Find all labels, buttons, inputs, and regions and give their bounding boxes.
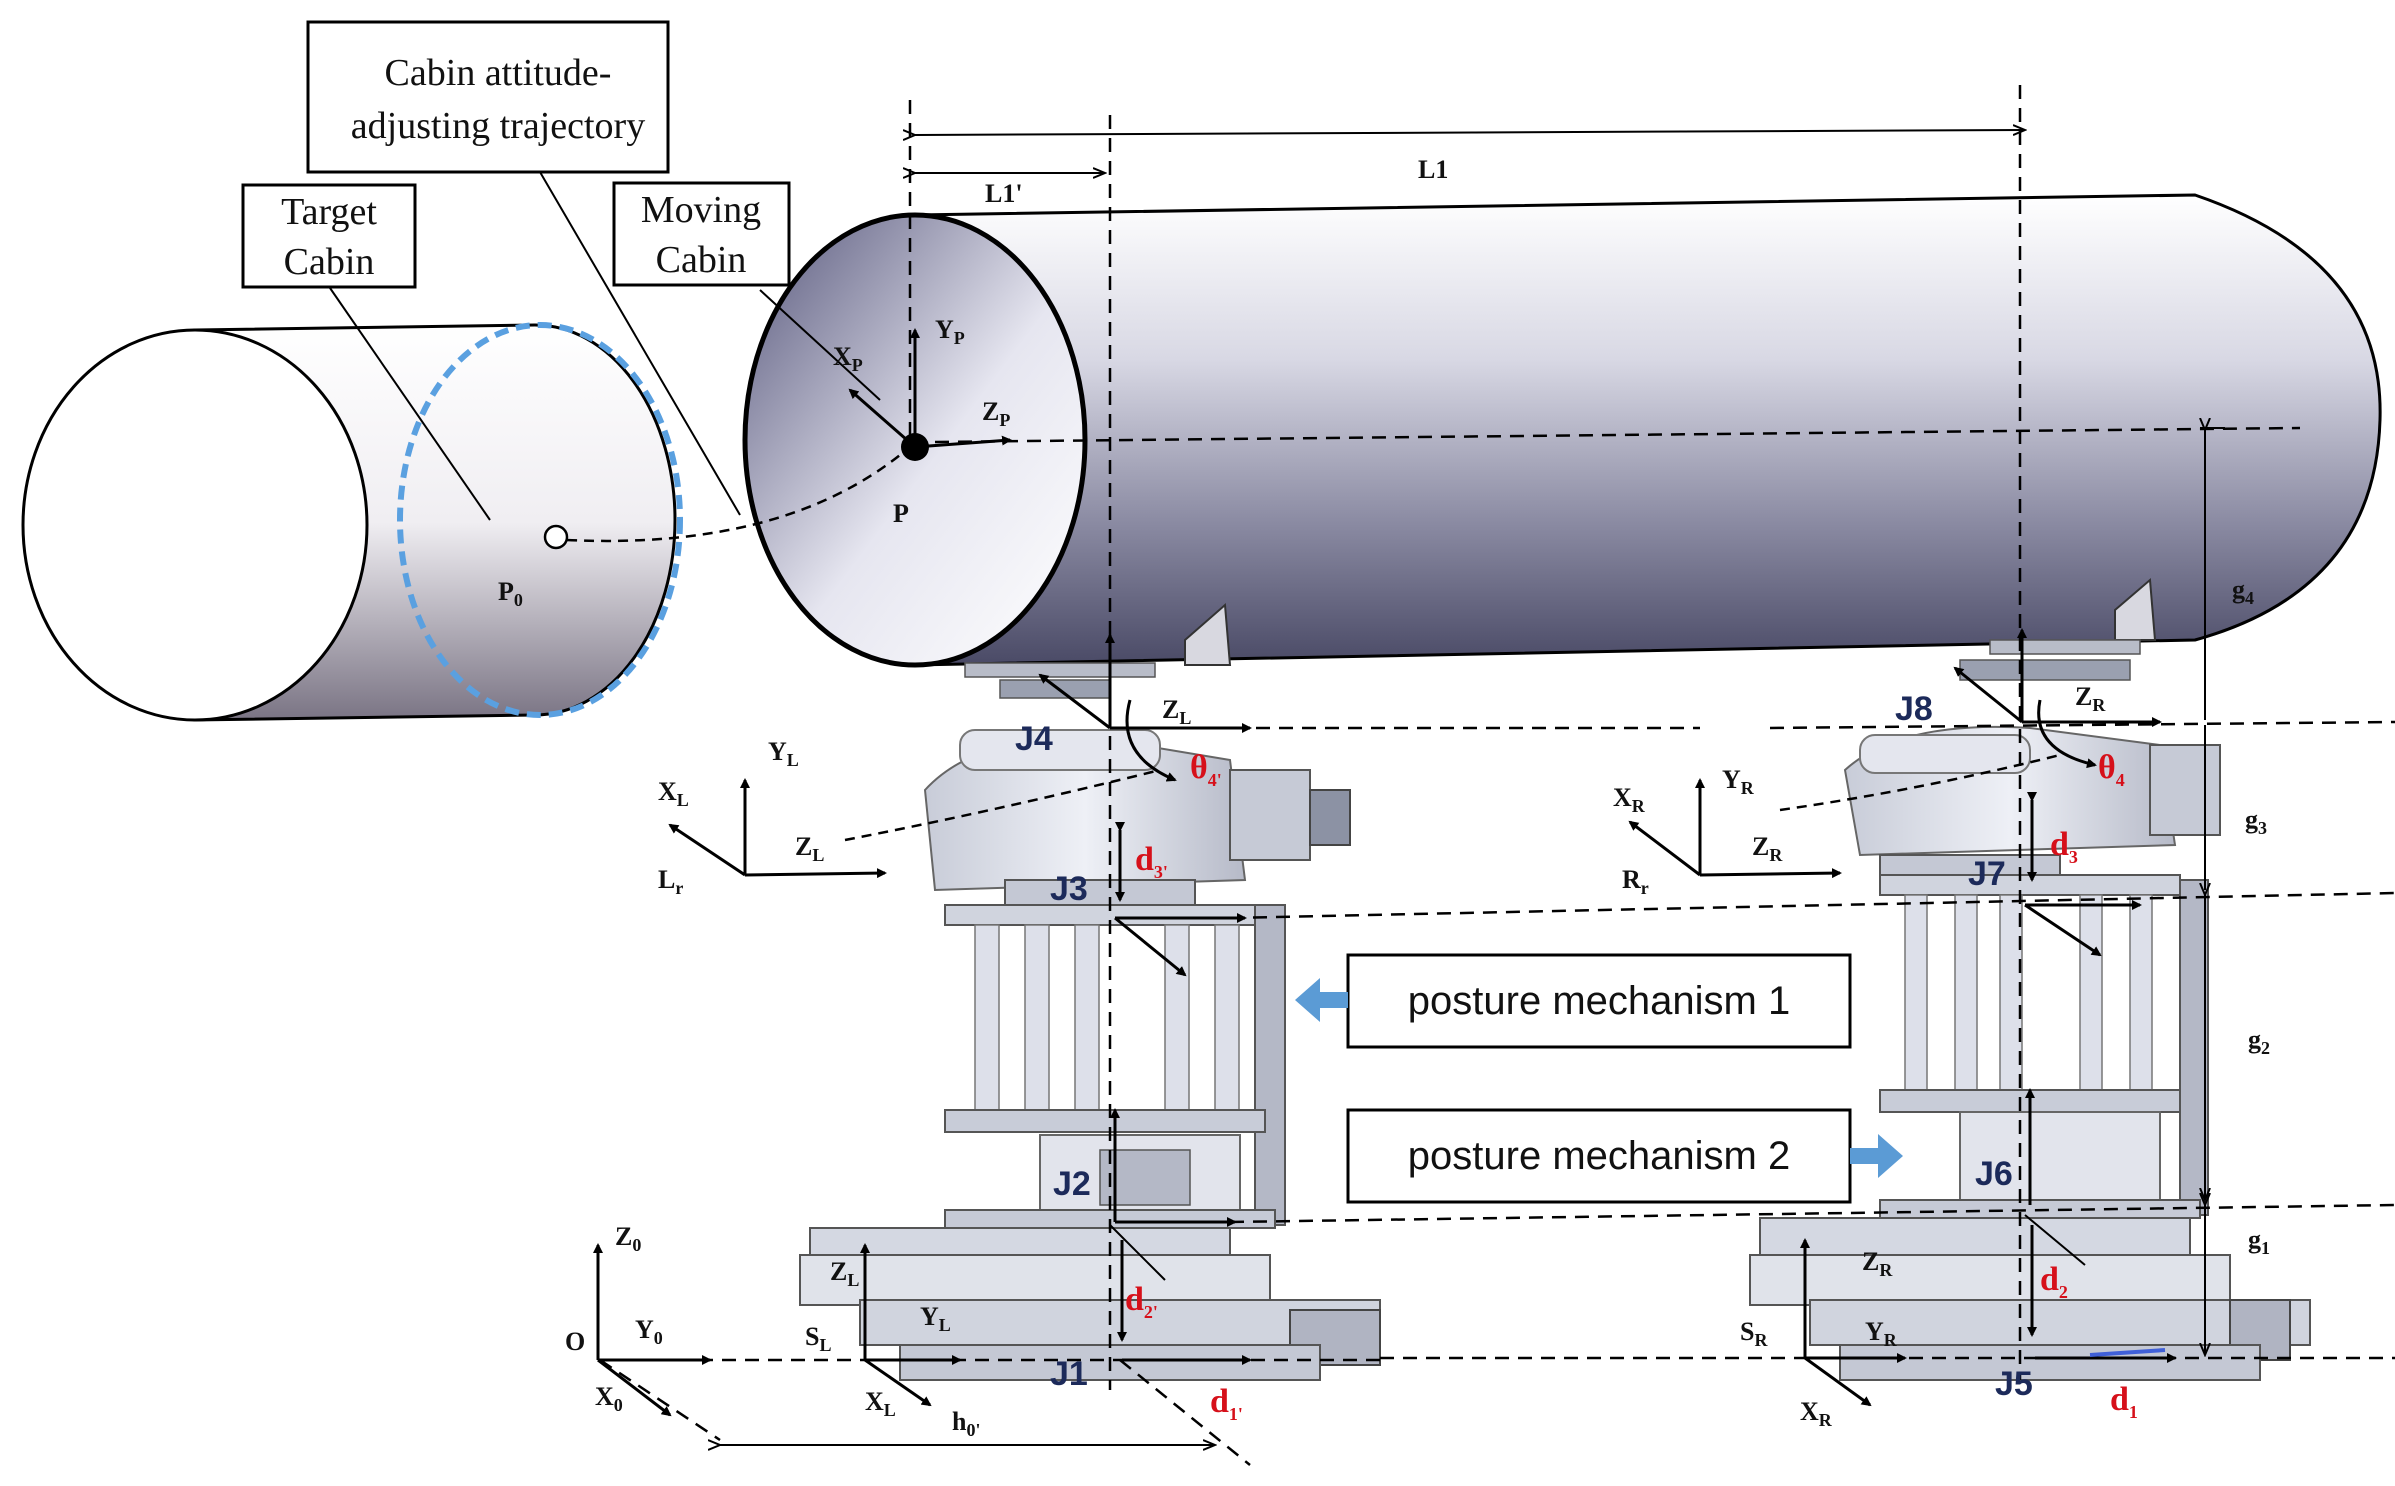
axis-z0-label: Z0 xyxy=(615,1222,641,1255)
axis-zp-label: ZP xyxy=(982,397,1010,430)
axis-yr-label: YR xyxy=(1722,765,1755,798)
joint-j5-label: J5 xyxy=(1995,1365,2033,1403)
frame-sr-label: SR xyxy=(1740,1317,1768,1350)
var-theta4-prime-label: θ4' xyxy=(1190,749,1222,790)
mechanism-2-pointer-arrow xyxy=(1850,1134,1903,1178)
point-p0-label: P0 xyxy=(498,577,523,610)
dim-g2-label: g2 xyxy=(2248,1025,2270,1058)
target-cabin-label-line1: Target xyxy=(281,191,377,233)
axis-zl-label: ZL xyxy=(795,832,824,865)
d1-blue-arrow xyxy=(2089,1348,2166,1357)
diagram-labels: P P0 O L1 L1' g4 g3 g2 g1 h0' YP ZP XP Y… xyxy=(498,155,2270,1440)
trajectory-path xyxy=(566,454,901,543)
var-theta4-label: θ4 xyxy=(2098,749,2125,790)
label-boxes: Cabin attitude- adjusting trajectory Tar… xyxy=(241,20,1852,1204)
target-cabin-label-line2: Cabin xyxy=(284,241,375,283)
joint-j3-label: J3 xyxy=(1050,870,1088,908)
dim-l1-label: L1 xyxy=(1418,155,1448,184)
left-posture-mechanism xyxy=(799,662,1381,1381)
point-p-label: P xyxy=(893,499,909,528)
dim-g1-label: g1 xyxy=(2248,1225,2270,1258)
joint-j1-label: J1 xyxy=(1050,1355,1088,1393)
moving-cabin-label-line1: Moving xyxy=(641,189,761,231)
posture-mechanism-2-label: posture mechanism 2 xyxy=(1408,1134,1790,1178)
dim-g4-label: g4 xyxy=(2232,575,2254,608)
axis-zr-j8-label: ZR xyxy=(2075,682,2106,715)
target-cabin xyxy=(21,322,683,722)
axis-yr-s-label: YR xyxy=(1865,1317,1898,1350)
mechanism-1-pointer-arrow xyxy=(1295,978,1348,1022)
joint-j2-label: J2 xyxy=(1053,1165,1091,1203)
moving-cabin-label-line2: Cabin xyxy=(656,239,747,281)
axis-xl-s-label: XL xyxy=(865,1387,896,1420)
coordinate-frames xyxy=(593,328,2177,1417)
axis-zl-j4-label: ZL xyxy=(1162,695,1191,728)
joint-j4-label: J4 xyxy=(1015,720,1053,758)
var-d3-label: d3 xyxy=(2050,826,2078,867)
origin-o-label: O xyxy=(565,1327,585,1356)
var-d3-prime-label: d3' xyxy=(1135,841,1168,882)
var-d1-prime-label: d1' xyxy=(1210,1383,1243,1424)
frame-lr-label: Lr xyxy=(658,865,683,898)
axis-xl-label: XL xyxy=(658,777,689,810)
joint-j8-label: J8 xyxy=(1895,690,1933,728)
axis-zr-label: ZR xyxy=(1752,832,1783,865)
trajectory-label-line1: Cabin attitude- xyxy=(385,52,612,94)
axis-zr-s-label: ZR xyxy=(1862,1247,1893,1280)
var-d2-label: d2 xyxy=(2040,1261,2068,1302)
frame-sl-label: SL xyxy=(805,1322,831,1355)
joint-j6-label: J6 xyxy=(1975,1155,2013,1193)
axis-yp-label: YP xyxy=(935,315,965,348)
leader-lines xyxy=(329,111,2061,842)
axis-y0-label: Y0 xyxy=(635,1315,663,1348)
axis-xr-label: XR xyxy=(1613,783,1646,816)
axis-xr-s-label: XR xyxy=(1800,1397,1833,1430)
point-p0-marker xyxy=(543,524,569,550)
frame-rr-label: Rr xyxy=(1622,865,1649,898)
axis-yl-label: YL xyxy=(768,737,799,770)
dim-h0-label: h0' xyxy=(952,1407,980,1440)
axis-xp-label: XP xyxy=(833,342,863,375)
joint-j7-label: J7 xyxy=(1968,855,2006,893)
posture-mechanism-1-label: posture mechanism 1 xyxy=(1408,979,1790,1023)
axis-yl-s-label: YL xyxy=(920,1302,951,1335)
dim-l1-prime-label: L1' xyxy=(985,179,1023,208)
target-cabin-dashed-ring xyxy=(397,322,683,718)
dim-g3-label: g3 xyxy=(2245,805,2267,838)
axis-x0-label: X0 xyxy=(595,1382,623,1415)
axis-zl-s-label: ZL xyxy=(830,1257,859,1290)
var-d1-label: d1 xyxy=(2110,1381,2138,1422)
dimension-lines xyxy=(720,130,2225,1445)
trajectory-label-line2: adjusting trajectory xyxy=(351,105,645,147)
var-d2-prime-label: d2' xyxy=(1125,1281,1158,1322)
